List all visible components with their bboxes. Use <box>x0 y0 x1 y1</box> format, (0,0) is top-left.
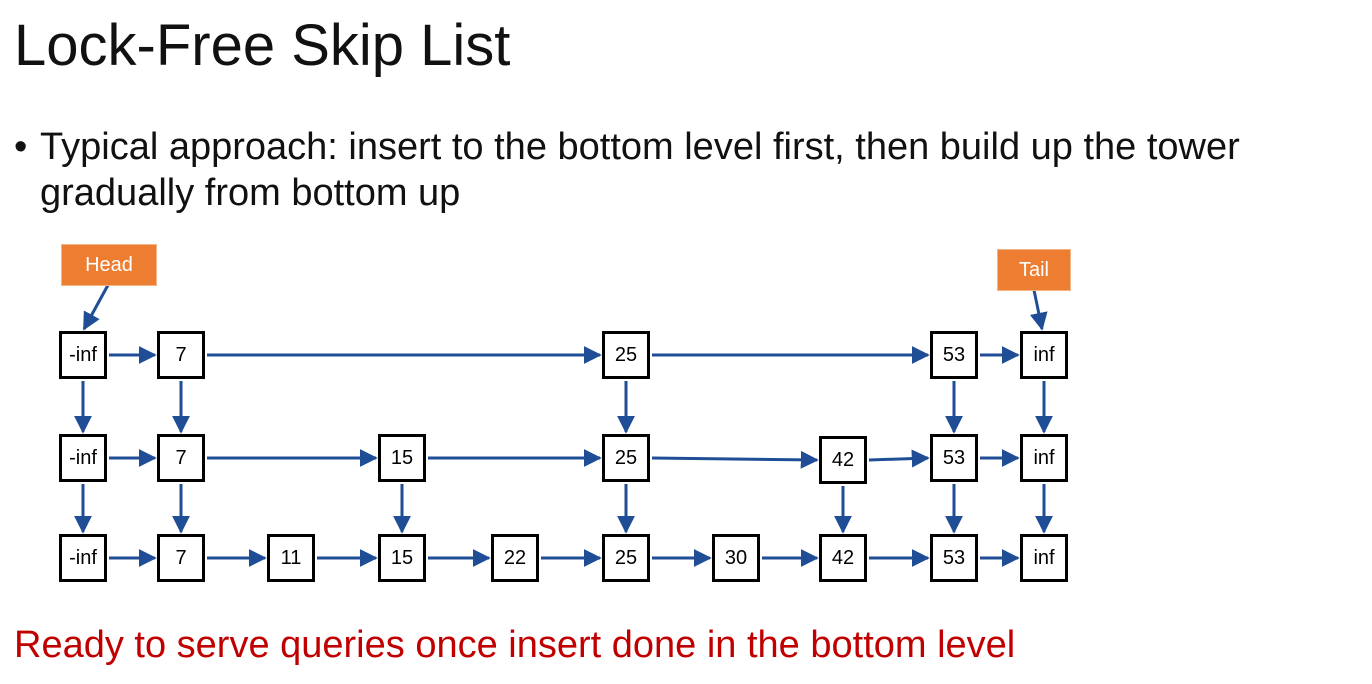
node-level0-42: 42 <box>819 534 867 582</box>
node-level1-25: 25 <box>602 434 650 482</box>
node-level0-53: 53 <box>930 534 978 582</box>
node-level1-inf: inf <box>1020 434 1068 482</box>
node-level1-7: 7 <box>157 434 205 482</box>
node-level2-53: 53 <box>930 331 978 379</box>
next-arrow-level1 <box>868 449 930 468</box>
bullet-marker: • <box>14 126 28 168</box>
node-level2-neg-inf: -inf <box>59 331 107 379</box>
footer-note: Ready to serve queries once insert done … <box>14 624 1016 666</box>
node-level1-neg-inf: -inf <box>59 434 107 482</box>
slide-title: Lock-Free Skip List <box>14 13 511 78</box>
node-level0-22: 22 <box>491 534 539 582</box>
bullet-text: Typical approach: insert to the bottom l… <box>40 126 1240 214</box>
node-level0-neg-inf: -inf <box>59 534 107 582</box>
next-arrow-level1 <box>651 450 819 469</box>
node-level0-11: 11 <box>267 534 315 582</box>
node-level2-inf: inf <box>1020 331 1068 379</box>
tail-pointer-arrow <box>1029 289 1048 331</box>
bullet-point: • Typical approach: insert to the bottom… <box>14 124 1354 216</box>
tail-pointer-label: Tail <box>997 249 1071 291</box>
node-level0-15: 15 <box>378 534 426 582</box>
head-pointer-arrow <box>82 284 110 331</box>
node-level0-inf: inf <box>1020 534 1068 582</box>
head-pointer-label: Head <box>61 244 157 286</box>
node-level2-25: 25 <box>602 331 650 379</box>
node-level1-53: 53 <box>930 434 978 482</box>
node-level1-42: 42 <box>819 436 867 484</box>
node-level0-7: 7 <box>157 534 205 582</box>
node-level0-30: 30 <box>712 534 760 582</box>
node-level0-25: 25 <box>602 534 650 582</box>
node-level2-7: 7 <box>157 331 205 379</box>
node-level1-15: 15 <box>378 434 426 482</box>
